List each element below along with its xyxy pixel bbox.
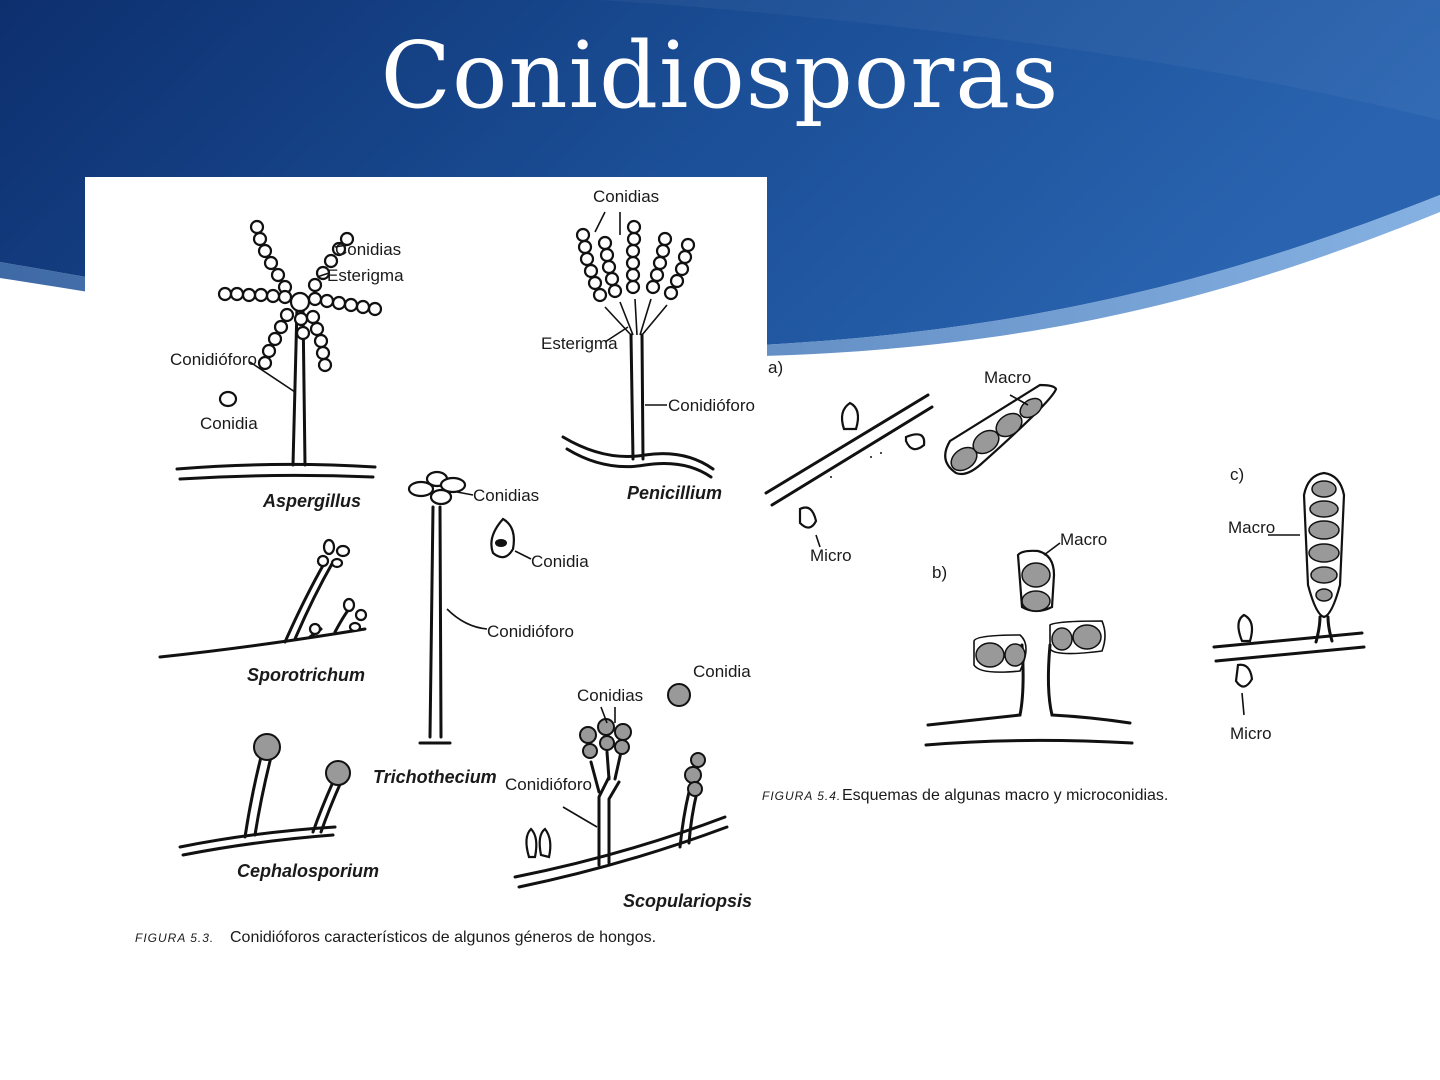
figure-5-4-caption: Esquemas de algunas macro y microconidia…	[842, 787, 1168, 804]
genus-cephalosporium: Cephalosporium	[237, 861, 379, 881]
label-esterigma-aspergillus: Esterigma	[327, 266, 404, 285]
genus-scopulariopsis: Scopulariopsis	[623, 891, 752, 911]
label-conidias-aspergillus: Conidias	[335, 240, 401, 259]
panel-b-label: b)	[932, 563, 947, 582]
genus-sporotrichum: Sporotrichum	[247, 665, 365, 685]
figure-5-3: Conidias Esterigma Conidióforo Conidia A…	[85, 177, 767, 977]
genus-aspergillus: Aspergillus	[262, 491, 361, 511]
scopulariopsis-drawing	[513, 683, 729, 889]
label-conidioforo-penicillium: Conidióforo	[668, 396, 755, 415]
label-conidioforo-aspergillus: Conidióforo	[170, 350, 257, 369]
cephalosporium-drawing	[178, 733, 351, 857]
aspergillus-drawing	[175, 219, 383, 481]
trichothecium-drawing	[407, 470, 532, 745]
penicillium-drawing	[561, 211, 715, 479]
figure-5-3-caption: Conidióforos característicos de algunos …	[230, 929, 656, 946]
panel-c-label: c)	[1230, 465, 1244, 484]
panel-c-drawing	[1212, 471, 1366, 716]
label-esterigma-penicillium: Esterigma	[541, 334, 618, 353]
sporotrichum-drawing	[158, 538, 368, 659]
genus-penicillium: Penicillium	[627, 483, 722, 503]
panel-b-drawing	[924, 542, 1134, 747]
panel-a-drawing	[764, 383, 1058, 548]
panel-a-label: a)	[768, 358, 783, 377]
figure-5-4: a) Macro Micro b) Macro	[762, 358, 1366, 804]
label-conidias-trichothecium: Conidias	[473, 486, 539, 505]
label-conidioforo-trichothecium: Conidióforo	[487, 622, 574, 641]
label-macro-c: Macro	[1228, 518, 1275, 537]
label-conidia-trichothecium: Conidia	[531, 552, 589, 571]
genus-trichothecium: Trichothecium	[373, 767, 497, 787]
label-macro-b: Macro	[1060, 530, 1107, 549]
label-micro-a: Micro	[810, 546, 852, 565]
figure-5-3-caption-prefix: FIGURA 5.3.	[135, 931, 214, 945]
label-conidias-penicillium: Conidias	[593, 187, 659, 206]
label-conidia-aspergillus: Conidia	[200, 414, 258, 433]
label-micro-c: Micro	[1230, 724, 1272, 743]
figure-5-4-caption-prefix: FIGURA 5.4.	[762, 789, 841, 803]
label-macro-a: Macro	[984, 368, 1031, 387]
slide-title: Conidiosporas	[380, 22, 1060, 129]
label-conidioforo-scopulariopsis: Conidióforo	[505, 775, 592, 794]
label-conidia-scopulariopsis: Conidia	[693, 662, 751, 681]
label-conidias-scopulariopsis: Conidias	[577, 686, 643, 705]
